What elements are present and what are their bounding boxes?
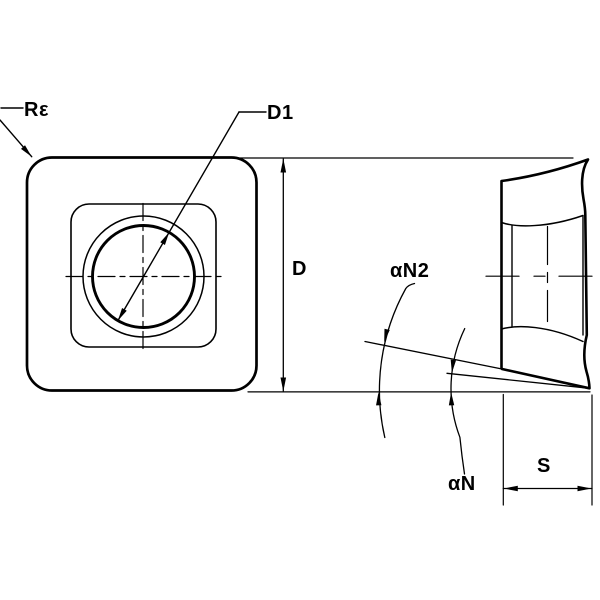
thickness-label: S	[537, 455, 551, 477]
angle-reference-lines	[364, 340, 591, 389]
inscribed-circle-diameter-label: D	[292, 258, 307, 280]
arrowhead	[448, 392, 455, 406]
side-centerlines	[485, 225, 598, 323]
d-dimension	[239, 157, 591, 393]
clearance-face-extension-line	[364, 340, 503, 370]
arrowhead	[503, 485, 518, 492]
arrowhead	[376, 392, 382, 406]
s-dimension	[502, 393, 593, 506]
hole-diameter-label: D1	[267, 102, 294, 124]
an2-angle-arc	[376, 282, 416, 439]
arrowhead	[280, 377, 287, 392]
arrowhead	[280, 158, 287, 173]
side-view-outline	[500, 158, 591, 390]
arrowhead	[160, 232, 170, 246]
secondary-reference-line	[446, 372, 591, 389]
arrowhead	[384, 328, 390, 342]
arrowhead	[20, 145, 32, 157]
arrowhead	[450, 359, 457, 373]
angle-arc	[378, 282, 416, 439]
leader-line	[117, 111, 240, 322]
an-angle-arc	[448, 327, 466, 475]
clearance-angle-label: αN	[448, 473, 476, 495]
angle-arc	[450, 327, 466, 475]
insert-outer-contour	[25, 156, 258, 392]
arrowhead	[117, 307, 127, 321]
secondary-clearance-angle-label: αN2	[390, 260, 430, 282]
corner-radius-leader	[0, 107, 33, 158]
plan-view	[25, 156, 258, 392]
corner-radius-label: Rε	[24, 99, 49, 121]
side-view	[485, 158, 598, 390]
hole-diameter-leader	[117, 111, 267, 322]
arrowhead	[577, 485, 592, 492]
top-face-edge	[500, 214, 584, 227]
bottom-face-edge	[500, 325, 584, 343]
